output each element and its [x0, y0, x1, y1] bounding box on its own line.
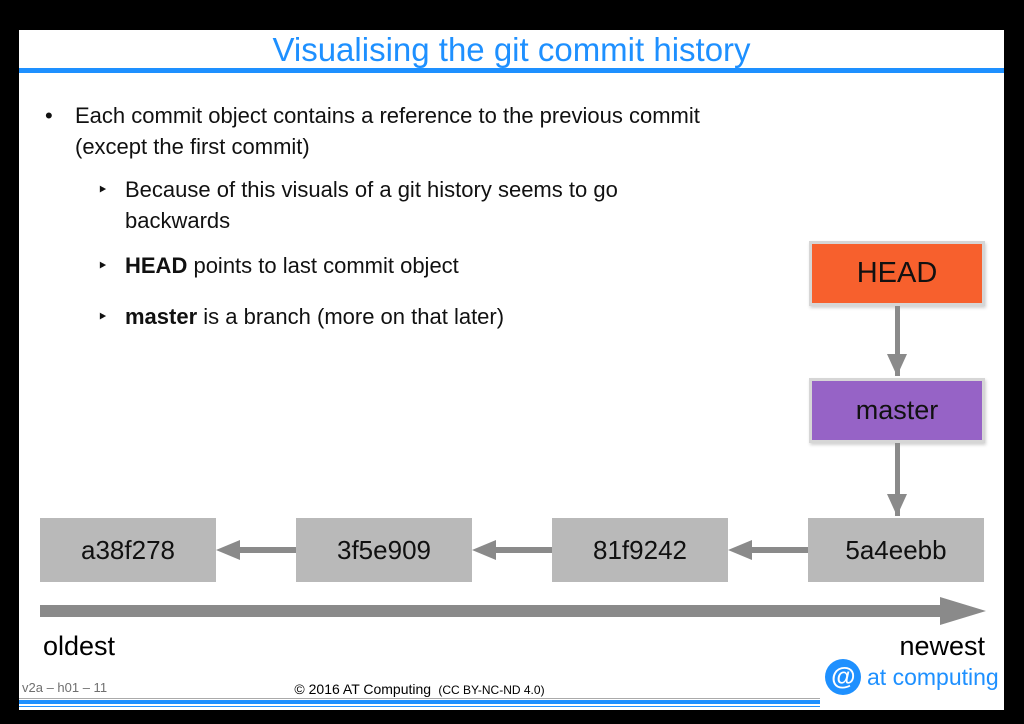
footer-blue-rule — [19, 700, 820, 704]
timeline-arrowhead-icon — [940, 597, 986, 625]
bullet-dot-icon: • — [45, 103, 53, 128]
bullet-item-commit-reference: • Each commit object contains a referenc… — [45, 100, 785, 162]
sub-bullet-item-head: ‣ HEAD points to last commit object — [97, 250, 785, 282]
at-sign-icon: @ — [825, 659, 861, 695]
timeline-arrow — [40, 605, 940, 617]
commit-node-3f5e909: 3f5e909 — [296, 518, 472, 582]
slide: Visualising the git commit history • Eac… — [19, 30, 1004, 710]
sub-bullet-text: HEAD points to last commit object — [125, 253, 459, 278]
arrow-parent-link-2-icon — [472, 540, 552, 560]
arrow-parent-link-1-icon — [216, 540, 296, 560]
commit-node-a38f278: a38f278 — [40, 518, 216, 582]
arrow-parent-link-3-icon — [728, 540, 808, 560]
arrow-master-to-commit — [887, 443, 907, 516]
commit-node-81f9242: 81f9242 — [552, 518, 728, 582]
commit-node-5a4eebb: 5a4eebb — [808, 518, 984, 582]
master-node: master — [809, 378, 985, 443]
page-title: Visualising the git commit history — [272, 31, 751, 68]
footer-blue-rule-thin — [19, 706, 820, 707]
footer-copyright: © 2016 AT Computing (CC BY-NC-ND 4.0) — [19, 681, 820, 697]
at-computing-logo: @ at computing — [825, 659, 999, 695]
bullet-list: • Each commit object contains a referenc… — [45, 100, 785, 333]
arrow-head-to-master — [887, 306, 907, 376]
logo-text: at computing — [867, 663, 999, 690]
slide-id: v2a – h01 – 11 — [22, 680, 108, 695]
license-text: (CC BY-NC-ND 4.0) — [438, 683, 545, 697]
sub-bullet-text: master is a branch (more on that later) — [125, 304, 505, 329]
oldest-label: oldest — [43, 631, 116, 661]
title-underline — [19, 68, 1004, 73]
triangle-bullet-icon: ‣ — [97, 179, 109, 201]
newest-label: newest — [899, 631, 985, 661]
triangle-bullet-icon: ‣ — [97, 255, 109, 277]
footer-gray-rule — [19, 698, 820, 699]
sub-bullet-item-backwards: ‣ Because of this visuals of a git histo… — [97, 174, 785, 236]
sub-bullet-text: Because of this visuals of a git history… — [125, 177, 618, 233]
head-node: HEAD — [809, 241, 985, 306]
bullet-text: Each commit object contains a reference … — [75, 103, 700, 159]
copyright-text: © 2016 AT Computing — [294, 681, 432, 697]
triangle-bullet-icon: ‣ — [97, 306, 109, 328]
sub-bullet-item-master: ‣ master is a branch (more on that later… — [97, 301, 785, 333]
